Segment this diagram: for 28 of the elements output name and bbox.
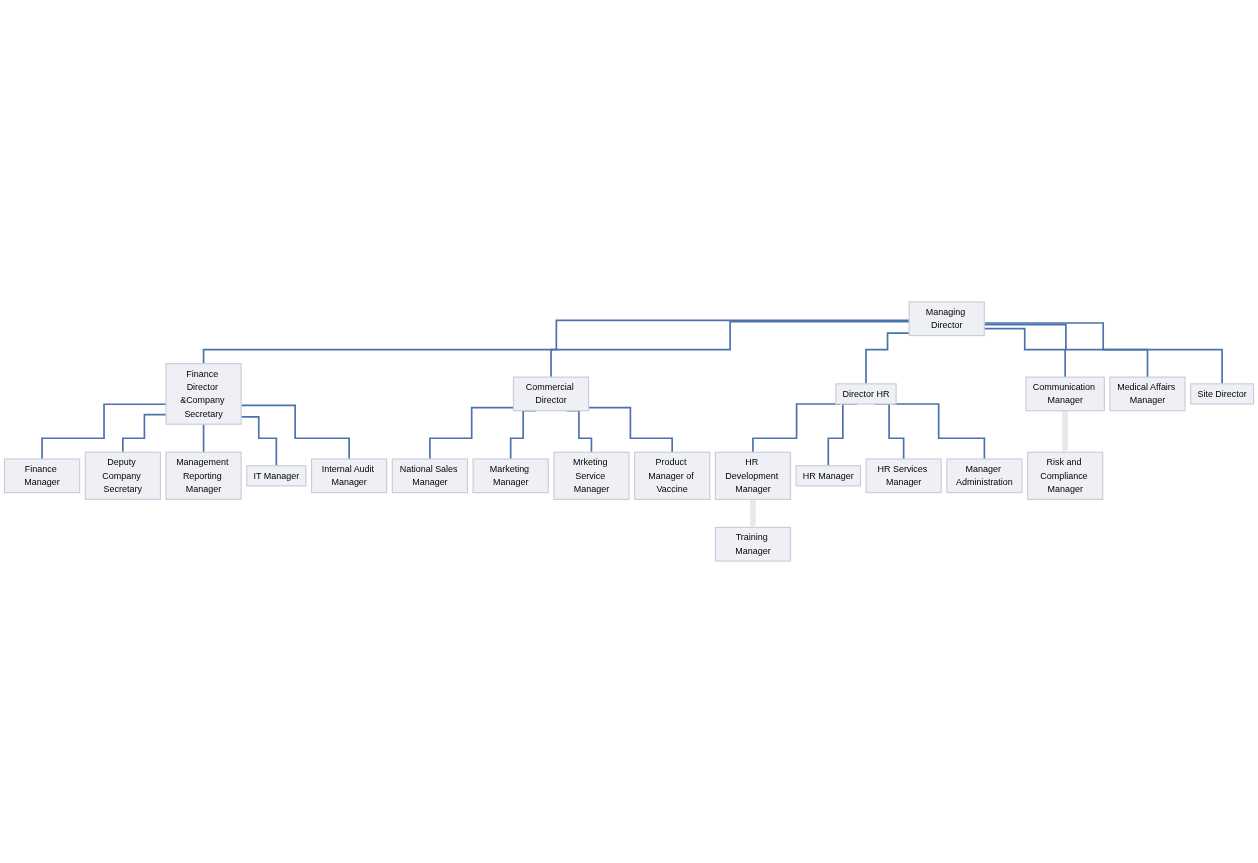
node-box: Communication Manager bbox=[1025, 376, 1105, 412]
node-box: Internal Audit Manager bbox=[311, 458, 388, 494]
node-box: Management Reporting Manager bbox=[165, 451, 242, 500]
node-box: Managing Director bbox=[908, 301, 985, 337]
connector bbox=[121, 413, 167, 454]
node-box: Finance Director &Company Secretary bbox=[165, 363, 242, 425]
node-box: Medical Affairs Manager bbox=[1109, 376, 1186, 412]
node-box: Product Manager of Vaccine bbox=[634, 451, 711, 500]
connector bbox=[202, 319, 910, 365]
node-box: National Sales Manager bbox=[391, 458, 469, 494]
node-box: Manager Administration bbox=[946, 458, 1023, 494]
node-box: Director HR bbox=[835, 383, 897, 405]
node-box: HR Development Manager bbox=[714, 451, 792, 500]
node-box: Finance Manager bbox=[3, 458, 81, 494]
node-box: Deputy Company Secretary bbox=[84, 451, 161, 500]
connector bbox=[865, 332, 910, 385]
node-box: HR Services Manager bbox=[865, 458, 942, 494]
connector bbox=[550, 320, 910, 378]
node-box: Site Director bbox=[1190, 383, 1255, 405]
node-box: Marketing Manager bbox=[472, 458, 549, 494]
connector bbox=[202, 423, 205, 454]
node-box: IT Manager bbox=[246, 465, 307, 487]
node-box: Commercial Director bbox=[512, 376, 590, 412]
node-box: Mrketing Service Manager bbox=[553, 451, 630, 500]
node-box: Training Manager bbox=[714, 526, 792, 562]
node-box: HR Manager bbox=[795, 465, 861, 487]
connector bbox=[41, 403, 167, 460]
node-box: Risk and Compliance Manager bbox=[1027, 451, 1104, 500]
